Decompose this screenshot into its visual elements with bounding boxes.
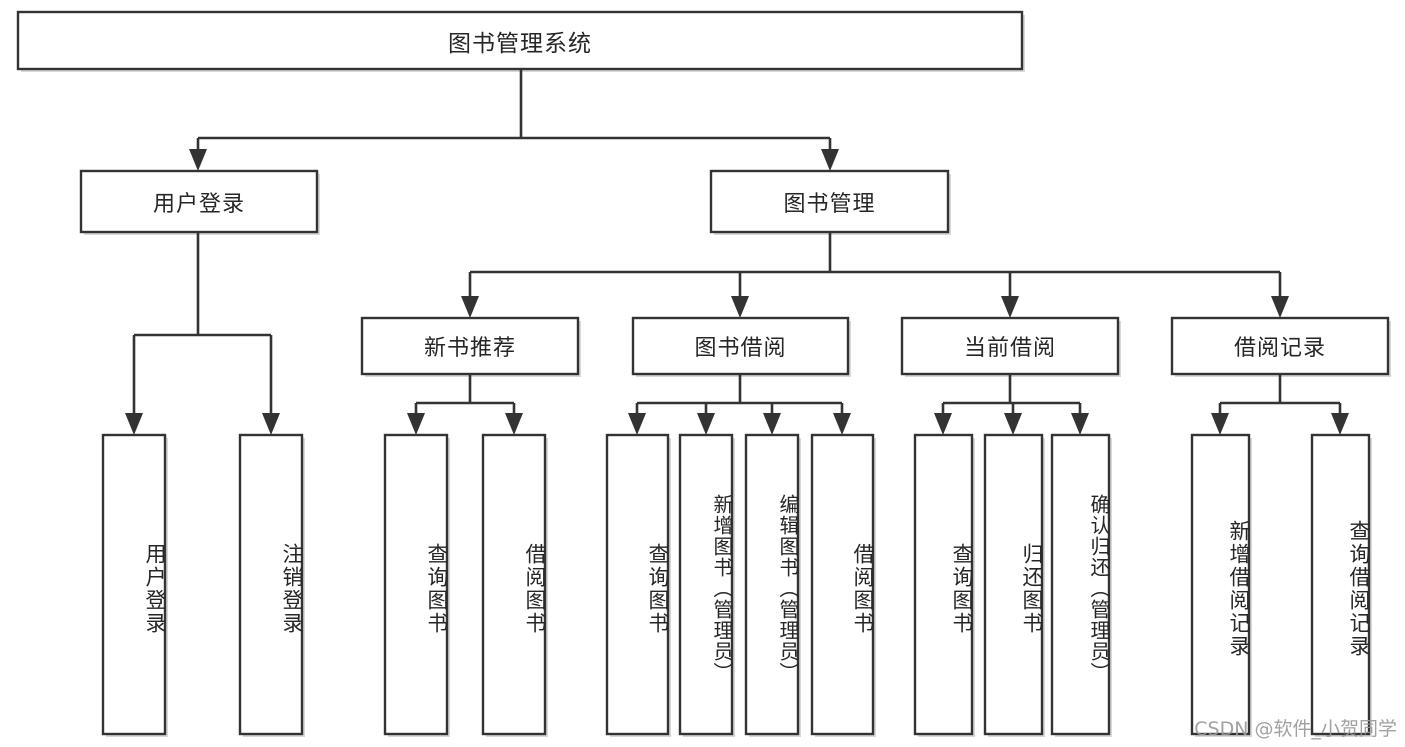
node-box-leaf-confirm-return[interactable] (1050, 433, 1111, 736)
arrow-bookmgmt-3 (1271, 296, 1289, 318)
node-box-borrow-records[interactable] (1170, 316, 1390, 376)
node-box-leaf-query-book-borrow[interactable] (605, 433, 670, 736)
node-box-leaf-add-borrow-record[interactable] (1190, 433, 1251, 736)
arrow-root-0 (189, 149, 207, 171)
arrow-bookmgmt-1 (731, 296, 749, 318)
node-box-layer (16, 10, 1390, 736)
arrow-book-borrow-1 (697, 413, 715, 435)
arrow-current-borrow-2 (1071, 413, 1089, 435)
node-box-current-borrow[interactable] (900, 316, 1120, 376)
arrow-current-borrow-1 (1004, 413, 1022, 435)
arrow-userlogin-1 (262, 413, 280, 435)
node-box-leaf-logout[interactable] (238, 433, 304, 736)
arrow-new-book-recommend-1 (505, 413, 523, 435)
node-box-leaf-return-book[interactable] (983, 433, 1044, 736)
arrow-book-borrow-0 (628, 413, 646, 435)
arrow-bookmgmt-2 (1001, 296, 1019, 318)
arrow-book-borrow-2 (763, 413, 781, 435)
arrow-borrow-records-1 (1331, 413, 1349, 435)
node-box-leaf-query-borrow-record[interactable] (1310, 433, 1371, 736)
arrow-new-book-recommend-0 (407, 413, 425, 435)
node-box-leaf-user-login[interactable] (101, 433, 167, 736)
node-box-leaf-add-book[interactable] (678, 433, 734, 736)
node-box-book-borrow[interactable] (631, 316, 850, 376)
node-box-root[interactable] (16, 10, 1024, 71)
node-box-user-login[interactable] (79, 169, 319, 234)
arrow-root-1 (821, 149, 839, 171)
arrow-bookmgmt-0 (461, 296, 479, 318)
node-box-new-book-recommend[interactable] (360, 316, 580, 376)
node-box-leaf-edit-book[interactable] (744, 433, 800, 736)
arrow-userlogin-0 (125, 413, 143, 435)
node-box-leaf-borrow-book-recommend[interactable] (481, 433, 547, 736)
connector-layer (125, 69, 1349, 435)
arrow-book-borrow-3 (833, 413, 851, 435)
node-box-leaf-query-book-current[interactable] (913, 433, 974, 736)
arrow-current-borrow-0 (934, 413, 952, 435)
node-box-leaf-query-book-recommend[interactable] (383, 433, 449, 736)
arrow-borrow-records-0 (1211, 413, 1229, 435)
node-box-book-management[interactable] (709, 169, 950, 234)
node-box-leaf-borrow-book[interactable] (810, 433, 875, 736)
